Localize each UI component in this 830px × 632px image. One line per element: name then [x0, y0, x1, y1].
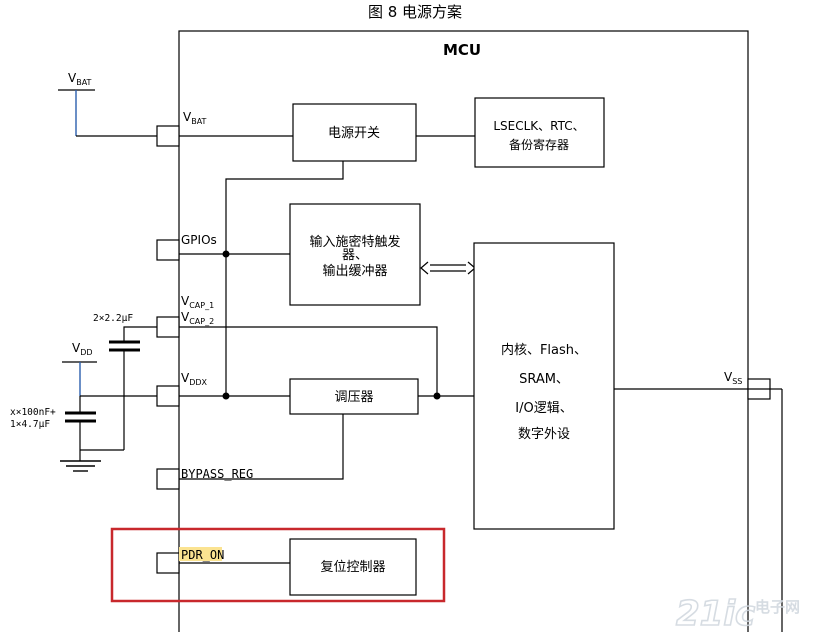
- decoupling-label-2: 1×4.7μF: [10, 419, 50, 430]
- io-buffer-label-3: 输出缓冲器: [322, 263, 387, 279]
- pin-vddx-label: VDDX: [181, 371, 208, 387]
- core-label-3: I/O逻辑、: [515, 401, 572, 416]
- power-switch-label: 电源开关: [328, 126, 380, 141]
- vbat-supply-label: VBAT: [68, 71, 92, 87]
- pin-vbat-label: VBAT: [183, 110, 207, 126]
- pin-vcap2-label: VCAP_2: [181, 310, 214, 326]
- vcap-cap-upper-wire: [123, 326, 157, 342]
- watermark-text: 电子网: [755, 598, 800, 616]
- pin-pdr-on: [156, 552, 180, 574]
- wire-switch-to-vdd-bus: [225, 161, 344, 396]
- regulator-label: 调压器: [334, 390, 373, 405]
- lseclk-label-1: LSECLK、RTC、: [493, 119, 584, 133]
- pin-bypass-reg: [156, 468, 180, 490]
- power-switch-block: 电源开关: [292, 103, 417, 162]
- watermark: 21ic 电子网: [675, 593, 800, 632]
- reset-controller-label: 复位控制器: [320, 560, 385, 575]
- pin-gpios-label: GPIOs: [181, 233, 217, 247]
- pin-vss-label: VSS: [724, 370, 742, 386]
- regulator-block: 调压器: [289, 378, 419, 415]
- pin-vcap: [156, 316, 180, 338]
- reset-controller-block: 复位控制器: [289, 538, 417, 596]
- io-buffer-label-1: 输入施密特触发: [309, 234, 400, 250]
- lseclk-label-2: 备份寄存器: [509, 137, 569, 152]
- pin-gpios: [156, 239, 180, 261]
- core-label-2: SRAM、: [519, 372, 569, 387]
- io-buffer-label-2: 器、: [342, 248, 368, 263]
- pin-vcap1-label: VCAP_1: [181, 294, 214, 310]
- mcu-outline: [178, 30, 749, 632]
- core-label-4: 数字外设: [518, 427, 570, 442]
- core-label-1: 内核、Flash、: [501, 342, 587, 358]
- pin-vbat: [156, 125, 180, 147]
- pdr-highlight-box: [110, 527, 446, 603]
- junction-gpios: [222, 250, 230, 258]
- mcu-label: MCU: [443, 41, 481, 59]
- pin-vddx: [156, 385, 180, 407]
- bidirectional-arrow: [420, 261, 476, 275]
- decoupling-label-1: x×100nF+: [10, 407, 56, 418]
- watermark-logo: 21ic: [676, 594, 755, 632]
- pin-pdr-on-label: PDR_ON: [181, 548, 224, 562]
- vcap-cap-label: 2×2.2μF: [93, 313, 133, 324]
- wire-regulator-to-bypass: [179, 414, 344, 480]
- core-block: 内核、Flash、 SRAM、 I/O逻辑、 数字外设: [473, 242, 615, 530]
- junction-vddx: [222, 392, 230, 400]
- lseclk-block: LSECLK、RTC、 备份寄存器: [474, 97, 605, 168]
- wire-vcap-to-core: [179, 326, 438, 396]
- junction-vcap: [433, 392, 441, 400]
- figure-caption: 图 8 电源方案: [368, 3, 462, 21]
- vdd-supply-label: VDD: [72, 341, 93, 357]
- io-buffer-block: 输入施密特触发 器、 输出缓冲器: [289, 203, 421, 306]
- pin-bypass-reg-label: BYPASS_REG: [181, 467, 253, 481]
- pdr-on-highlight: [179, 547, 222, 561]
